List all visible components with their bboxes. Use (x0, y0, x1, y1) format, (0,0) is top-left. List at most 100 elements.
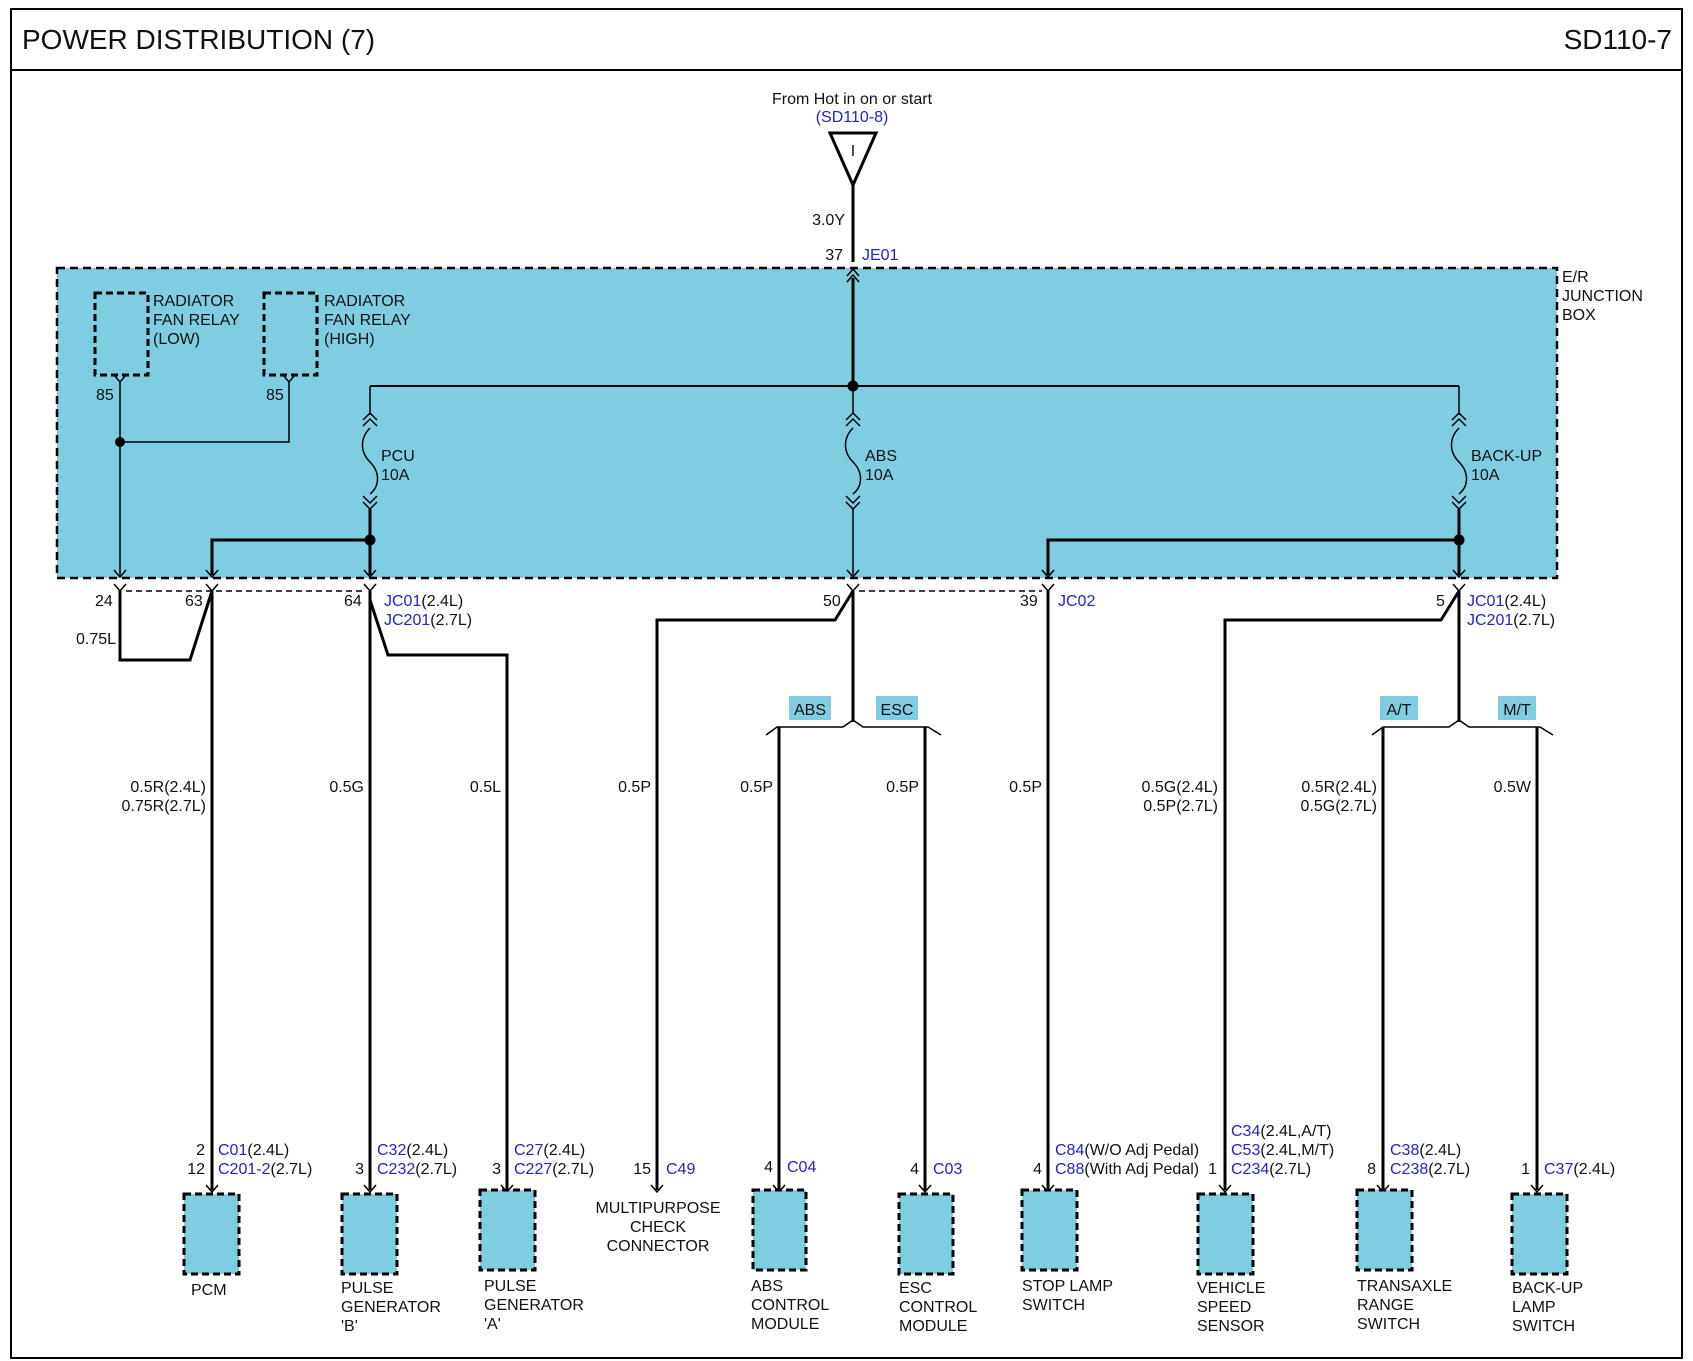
stop-name-1: STOP LAMP (1022, 1278, 1113, 1295)
backup-name-1: BACK-UP (1512, 1280, 1583, 1297)
source-pin: 37 (825, 247, 843, 264)
relay-low-pin: 85 (96, 387, 114, 404)
fuse-abs-name: ABS (865, 448, 897, 465)
fuse-pcu-name: PCU (381, 448, 415, 465)
pcu-to-63 (210, 538, 370, 575)
pin-50: 50 (823, 593, 841, 610)
pulse-gen-a-component (478, 1188, 537, 1272)
source-connector: JE01 (862, 247, 899, 264)
mcc-conn: C49 (666, 1161, 695, 1178)
transaxle-range-switch-component (1355, 1188, 1414, 1272)
fuse-backup-name: BACK-UP (1471, 448, 1542, 465)
at-mt-split (1371, 719, 1554, 736)
abs-name-2: CONTROL (751, 1297, 829, 1314)
wire-pulse-gen-a (368, 599, 509, 1190)
backup-splice (1453, 534, 1465, 546)
pgb-conn-2: C232(2.7L) (377, 1161, 457, 1178)
vss-name-2: SPEED (1197, 1299, 1251, 1316)
page-id: SD110-7 (1564, 24, 1672, 55)
tag-at-label: A/T (1387, 702, 1412, 719)
box-pin-arrows (113, 569, 1466, 579)
tag-mt (1498, 696, 1536, 720)
pgb-pin: 3 (355, 1161, 364, 1178)
relay-low (93, 291, 150, 377)
component-pin-arrows (205, 1184, 1544, 1194)
page-frame (10, 8, 1683, 1359)
pga-conn-2: C227(2.7L) (514, 1161, 594, 1178)
wire-vss-label-1: 0.5G(2.4L) (1142, 779, 1218, 796)
wire-esc-label: 0.5P (886, 779, 919, 796)
esc-conn: C03 (933, 1161, 962, 1178)
junction-box-label-2: JUNCTION (1562, 288, 1643, 305)
pgb-name-1: PULSE (341, 1280, 393, 1297)
wire-vss (1223, 590, 1461, 1190)
stop-conn-2: C88(With Adj Pedal) (1055, 1161, 1199, 1178)
mcc-name-3: CONNECTOR (607, 1238, 710, 1255)
abs-pin: 4 (764, 1159, 773, 1176)
relay-high-pin: 85 (266, 387, 284, 404)
stop-name-2: SWITCH (1022, 1297, 1085, 1314)
conn-jc201-a: JC201(2.7L) (384, 612, 472, 629)
stop-conn-1: C84(W/O Adj Pedal) (1055, 1142, 1199, 1159)
relay-high-line3: (HIGH) (324, 331, 375, 348)
vss-name-1: VEHICLE (1197, 1280, 1265, 1297)
mcc-pin: 15 (633, 1161, 651, 1178)
pin-24: 24 (95, 593, 113, 610)
trs-conn-1: C38(2.4L) (1390, 1142, 1461, 1159)
loop-wire-label: 0.75L (76, 631, 116, 648)
tag-abs (789, 696, 831, 720)
esc-name-1: ESC (899, 1280, 932, 1297)
wire-stop-label: 0.5P (1009, 779, 1042, 796)
wire-mcc-label: 0.5P (618, 779, 651, 796)
trs-name-3: SWITCH (1357, 1316, 1420, 1333)
conn-jc01-a: JC01(2.4L) (384, 593, 463, 610)
pcm-component (182, 1192, 241, 1276)
loop-wire-24-63 (118, 590, 214, 662)
relay-splice (115, 437, 125, 447)
backup-conn: C37(2.4L) (1544, 1161, 1615, 1178)
wire-pgb-label: 0.5G (329, 779, 364, 796)
vehicle-speed-sensor-component (1196, 1192, 1255, 1276)
wire-trs-label-1: 0.5R(2.4L) (1301, 779, 1377, 796)
fuse-backup (1450, 386, 1468, 511)
pcm-conn-2: C201-2(2.7L) (218, 1161, 312, 1178)
conn-jc02: JC02 (1058, 593, 1095, 610)
tag-mt-label: M/T (1503, 702, 1531, 719)
mcc-name-2: CHECK (630, 1219, 686, 1236)
trs-pin: 8 (1367, 1161, 1376, 1178)
source-triangle (827, 131, 879, 189)
abs-conn: C04 (787, 1159, 816, 1176)
wire-pga-label: 0.5L (470, 779, 501, 796)
pga-name-3: 'A' (484, 1316, 501, 1333)
relay-low-line1: RADIATOR (153, 293, 234, 310)
relay-high-wire (120, 382, 290, 443)
wire-abs-label: 0.5P (740, 779, 773, 796)
tag-abs-label: ABS (794, 702, 826, 719)
source-symbol: I (851, 143, 855, 160)
conn-jc201-b: JC201(2.7L) (1467, 612, 1555, 629)
wire-pcm-label-1: 0.5R(2.4L) (130, 779, 206, 796)
backup-pin: 1 (1521, 1161, 1530, 1178)
page-title: POWER DISTRIBUTION (7) (22, 24, 375, 55)
abs-name-3: MODULE (751, 1316, 819, 1333)
pcm-pin-1: 2 (196, 1142, 205, 1159)
pga-name-1: PULSE (484, 1278, 536, 1295)
tag-esc (876, 696, 918, 720)
pin-39: 39 (1020, 593, 1038, 610)
junction-box-label-1: E/R (1562, 269, 1589, 286)
er-junction-box (55, 266, 1559, 580)
stop-pin: 4 (1033, 1161, 1042, 1178)
pcm-pin-2: 12 (187, 1161, 205, 1178)
tag-at (1380, 696, 1418, 720)
pga-name-2: GENERATOR (484, 1297, 584, 1314)
abs-name-1: ABS (751, 1278, 783, 1295)
vss-conn-2: C53(2.4L,M/T) (1231, 1142, 1334, 1159)
source-label: From Hot in on or start (772, 91, 933, 108)
source-wire-label: 3.0Y (812, 212, 845, 229)
wire-backup-label: 0.5W (1494, 779, 1532, 796)
relay-low-line2: FAN RELAY (153, 312, 240, 329)
fuse-abs-rating: 10A (865, 467, 894, 484)
wire-pcm-label-2: 0.75R(2.7L) (122, 798, 207, 815)
mcc-name-1: MULTIPURPOSE (595, 1200, 720, 1217)
relay-low-line3: (LOW) (153, 331, 200, 348)
